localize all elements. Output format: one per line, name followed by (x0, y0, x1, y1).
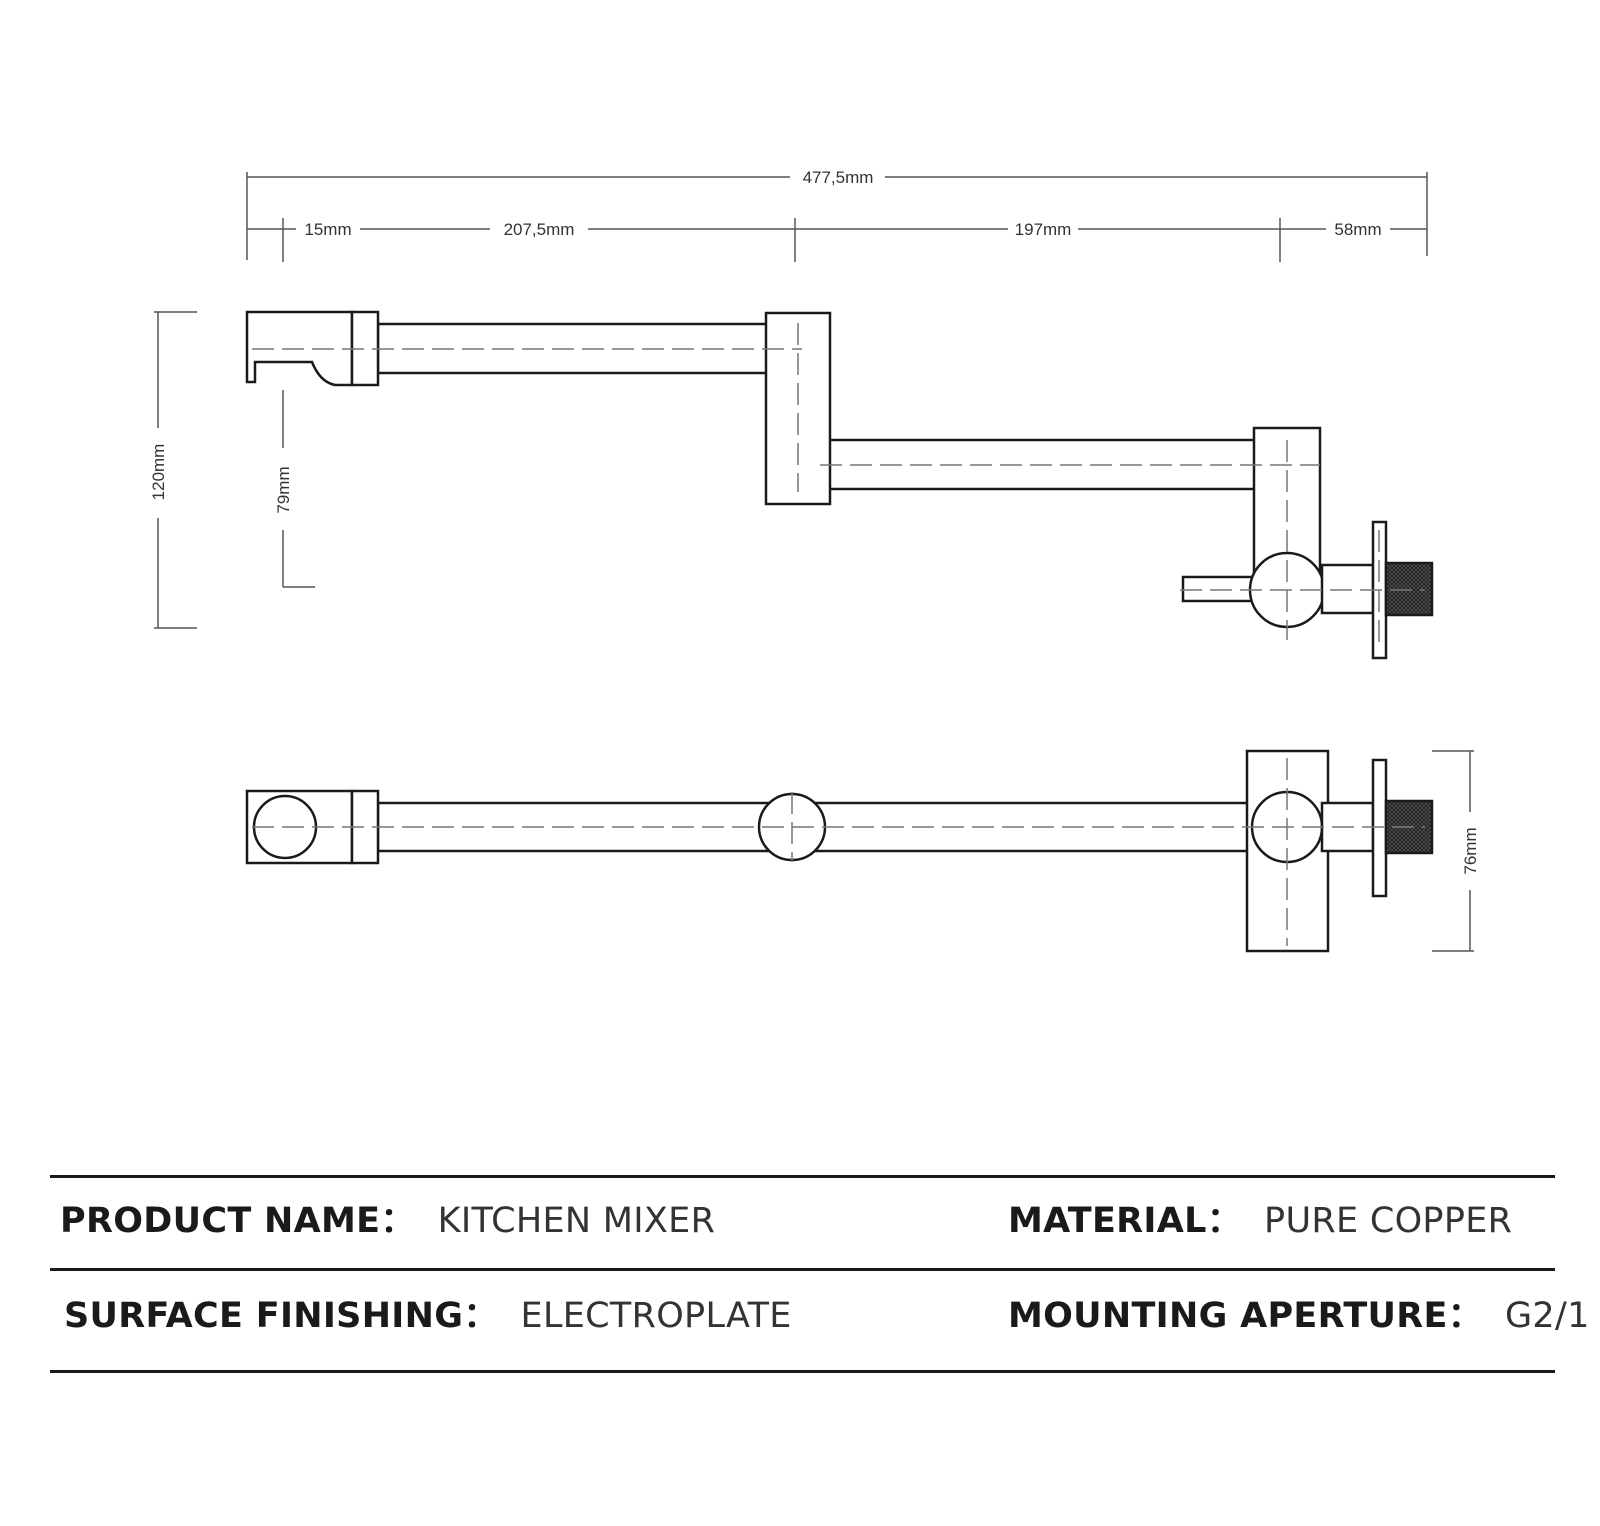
spec-value: ELECTROPLATE (520, 1296, 792, 1336)
dim-depth: 76mm (1461, 827, 1480, 874)
spec-label: SURFACE FINISHING： (64, 1296, 499, 1336)
dim-segment-3: 197mm (1015, 220, 1072, 239)
top-view-centerlines (252, 758, 1425, 946)
left-dimensions (154, 311, 315, 629)
spec-product-name: PRODUCT NAME： KITCHEN MIXER (60, 1201, 715, 1241)
table-rule-bottom (50, 1370, 1555, 1373)
dim-height-total: 120mm (149, 444, 168, 501)
spec-value: G2/1 (1504, 1296, 1590, 1336)
technical-drawing: 477,5mm 15mm 207,5mm 197mm 58mm 120mm 79… (149, 168, 1480, 953)
top-dimension-labels: 477,5mm 15mm 207,5mm 197mm 58mm (304, 168, 1381, 239)
dim-segment-1: 15mm (304, 220, 351, 239)
table-rule-middle (50, 1268, 1555, 1271)
spec-material: MATERIAL： PURE COPPER (1008, 1201, 1512, 1241)
spec-label: MOUNTING APERTURE： (1008, 1296, 1483, 1336)
spec-label: PRODUCT NAME： (60, 1201, 416, 1241)
dim-segment-4: 58mm (1334, 220, 1381, 239)
right-dimension (1432, 750, 1474, 952)
side-view-centerlines (252, 323, 1425, 650)
table-rule-top (50, 1175, 1555, 1178)
spec-surface-finishing: SURFACE FINISHING： ELECTROPLATE (64, 1296, 792, 1336)
spec-mounting-aperture: MOUNTING APERTURE： G2/1 (1008, 1296, 1590, 1336)
faucet-side-view (245, 310, 1434, 660)
spec-value: PURE COPPER (1264, 1201, 1513, 1241)
top-dimensions (246, 172, 1428, 262)
spec-label: MATERIAL： (1008, 1201, 1243, 1241)
faucet-top-view (245, 749, 1434, 953)
dim-overall-length: 477,5mm (803, 168, 874, 187)
spec-value: KITCHEN MIXER (437, 1201, 716, 1241)
dim-segment-2: 207,5mm (504, 220, 575, 239)
dim-spout-height: 79mm (274, 466, 293, 513)
